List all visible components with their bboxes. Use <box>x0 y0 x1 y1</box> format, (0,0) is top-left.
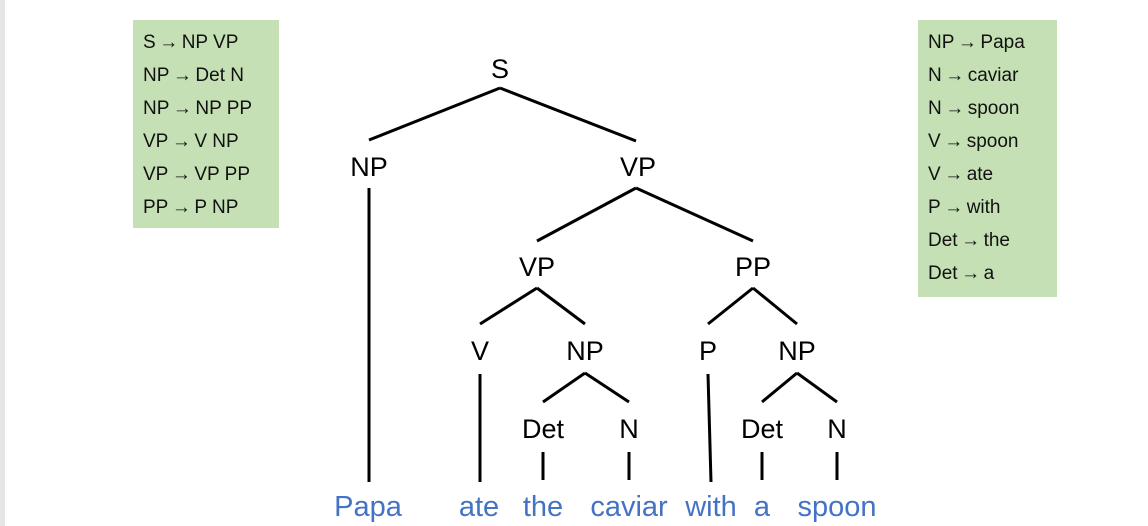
sentence-word-with: with <box>684 491 737 523</box>
rule-rhs: the <box>983 229 1010 251</box>
tree-node-n2: N <box>827 414 847 444</box>
rule-rhs: spoon <box>966 130 1019 152</box>
rule-lhs: Det <box>928 229 958 251</box>
arrow-icon: → <box>945 64 965 86</box>
rule-rhs: P NP <box>194 196 239 218</box>
rule-rhs: a <box>983 262 995 284</box>
tree-node-v: V <box>471 336 489 366</box>
tree-edge-vp1-vp2 <box>536 186 637 243</box>
arrow-icon: → <box>957 31 977 53</box>
tree-node-det2: Det <box>741 414 784 444</box>
sentence-word-a: a <box>754 491 771 523</box>
tree-node-np1: NP <box>350 152 388 182</box>
tree-edge-np2-det1 <box>542 371 586 404</box>
sentence-word-caviar: caviar <box>590 491 668 523</box>
tree-edge-vp1-pp <box>635 186 754 243</box>
rule-lhs: S <box>143 31 156 53</box>
tree-edge-s-np1 <box>368 86 501 142</box>
tree-edge-pp-np3 <box>752 286 798 326</box>
tree-edge-vp2-v <box>479 286 538 326</box>
tree-edge-pp-p <box>707 286 754 326</box>
rule-row: PP→P NP <box>143 191 269 224</box>
rule-rhs: Papa <box>980 31 1025 53</box>
tree-edge-p-w-with <box>706 373 713 483</box>
rule-rhs: NP PP <box>195 97 253 119</box>
arrow-icon: → <box>159 31 179 53</box>
rule-row: Det→a <box>928 257 1047 290</box>
rule-rhs: Det N <box>195 64 244 86</box>
tree-edge-np3-det2 <box>761 371 798 404</box>
rule-row: P→with <box>928 191 1047 224</box>
tree-edge-s-vp1 <box>499 86 637 143</box>
rule-row: NP→Det N <box>143 59 269 92</box>
rule-lhs: PP <box>143 196 169 218</box>
rule-rhs: VP PP <box>194 163 250 185</box>
rule-row: N→spoon <box>928 92 1047 125</box>
sentence-word-spoon: spoon <box>797 491 876 523</box>
arrow-icon: → <box>172 64 192 86</box>
sentence-word-ate: ate <box>459 491 499 523</box>
arrow-icon: → <box>961 262 981 284</box>
rule-lhs: NP <box>928 31 955 53</box>
rule-lhs: N <box>928 64 942 86</box>
rule-row: V→ate <box>928 158 1047 191</box>
tree-edge-vp2-np2 <box>536 286 586 326</box>
arrow-icon: → <box>171 196 191 218</box>
rule-row: NP→NP PP <box>143 92 269 125</box>
rule-row: N→caviar <box>928 59 1047 92</box>
tree-edge-np2-n1 <box>584 371 630 404</box>
rule-lhs: N <box>928 97 942 119</box>
arrow-icon: → <box>961 229 981 251</box>
tree-node-s: S <box>491 54 509 84</box>
tree-node-vp2: VP <box>519 252 555 282</box>
arrow-icon: → <box>944 196 964 218</box>
tree-node-det1: Det <box>522 414 565 444</box>
arrow-icon: → <box>944 163 964 185</box>
tree-node-vp1: VP <box>620 152 656 182</box>
rule-lhs: NP <box>143 64 170 86</box>
tree-node-np2: NP <box>566 336 604 366</box>
rule-row: S→NP VP <box>143 26 269 59</box>
tree-node-p: P <box>699 336 717 366</box>
rule-lhs: VP <box>143 130 169 152</box>
rule-lhs: NP <box>143 97 170 119</box>
arrow-icon: → <box>172 97 192 119</box>
rule-row: VP→V NP <box>143 125 269 158</box>
rule-lhs: Det <box>928 262 958 284</box>
rule-rhs: spoon <box>967 97 1020 119</box>
arrow-icon: → <box>944 130 964 152</box>
rule-row: V→spoon <box>928 125 1047 158</box>
tree-edge-np3-n2 <box>796 371 838 404</box>
rule-rhs: ate <box>966 163 994 185</box>
arrow-icon: → <box>945 97 965 119</box>
arrow-icon: → <box>171 163 191 185</box>
rule-row: NP→Papa <box>928 26 1047 59</box>
window-edge <box>0 0 5 526</box>
rule-lhs: VP <box>143 163 169 185</box>
rule-rhs: NP VP <box>181 31 239 53</box>
rule-rhs: V NP <box>194 130 239 152</box>
rule-rhs: caviar <box>967 64 1019 86</box>
tree-node-np3: NP <box>778 336 816 366</box>
tree-node-n1: N <box>619 414 639 444</box>
tree-node-pp: PP <box>735 252 771 282</box>
rule-lhs: P <box>928 196 941 218</box>
sentence-word-the: the <box>523 491 563 523</box>
arrow-icon: → <box>171 130 191 152</box>
rule-lhs: V <box>928 130 941 152</box>
rule-rhs: with <box>966 196 1001 218</box>
sentence-word-papa: Papa <box>334 491 403 523</box>
rule-row: VP→VP PP <box>143 158 269 191</box>
rule-lhs: V <box>928 163 941 185</box>
rule-row: Det→the <box>928 224 1047 257</box>
